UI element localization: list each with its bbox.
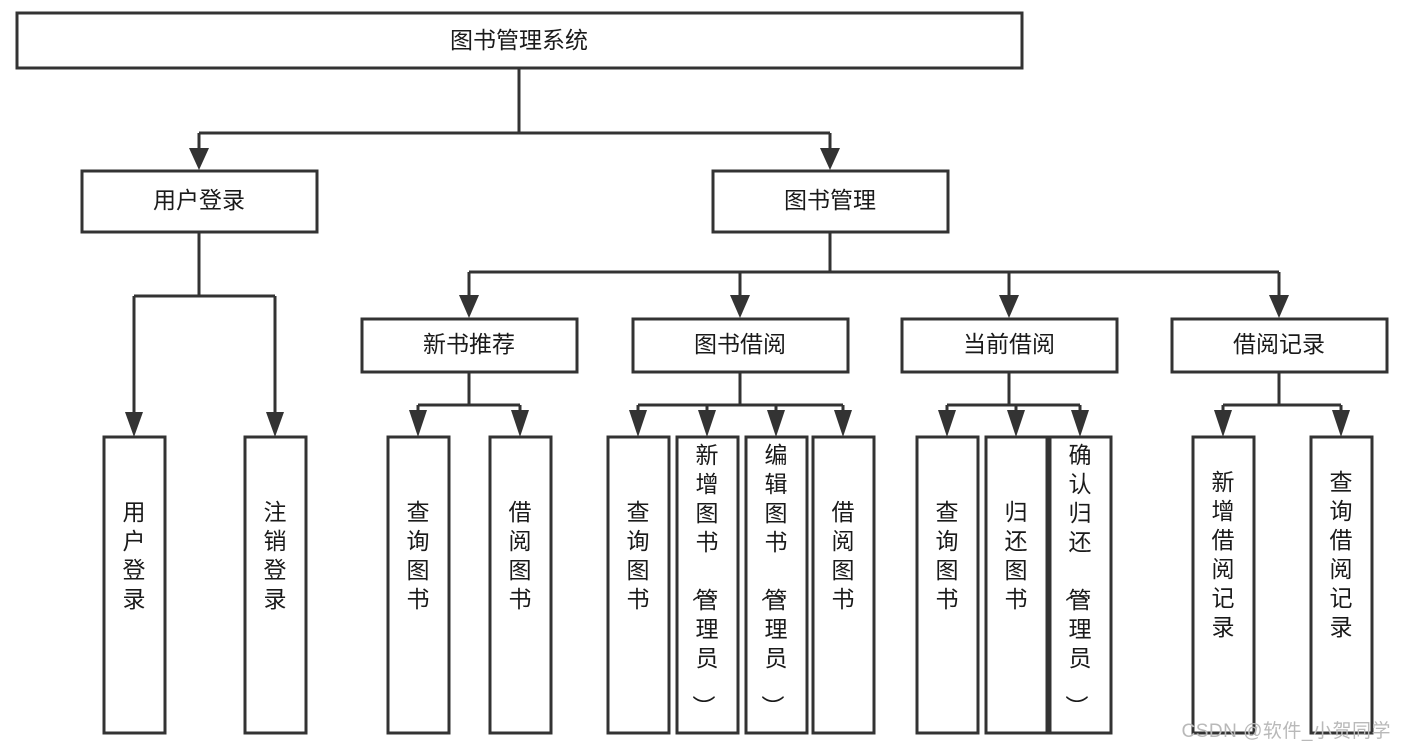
node-leaf-query-record-label: 查询借阅记录 — [1330, 469, 1353, 640]
node-new-book-recommend-label: 新书推荐 — [423, 331, 515, 357]
node-leaf-query-book-3[interactable]: 查询图书 — [915, 435, 980, 735]
node-leaf-logout-label: 注销登录 — [264, 499, 287, 612]
arrow-head-leaf-return-book — [1007, 410, 1025, 437]
connector-group-user-login — [125, 233, 284, 437]
node-leaf-query-record-box[interactable] — [1309, 435, 1374, 735]
arrow-head-leaf-query-record — [1332, 410, 1350, 437]
node-leaf-logout[interactable]: 注销登录 — [243, 435, 308, 735]
connector-group-book-management — [459, 233, 1289, 318]
node-root-box[interactable] — [15, 11, 1024, 70]
node-leaf-borrow-book-1[interactable]: 借阅图书 — [488, 435, 553, 735]
arrow-head-leaf-query-book-1 — [409, 410, 427, 437]
node-leaf-query-book-1-label: 查询图书 — [407, 499, 430, 612]
node-book-management-box[interactable] — [711, 169, 950, 234]
node-leaf-query-book-2[interactable]: 查询图书 — [606, 435, 671, 735]
arrow-head-user-login — [189, 148, 209, 170]
arrow-head-leaf-query-book-3 — [938, 410, 956, 437]
node-leaf-edit-book[interactable]: 编辑图书（管理员） — [744, 435, 809, 735]
node-new-book-recommend[interactable]: 新书推荐 — [360, 317, 579, 374]
arrow-head-book-management — [820, 148, 840, 170]
node-user-login-box[interactable] — [80, 169, 319, 234]
node-leaf-user-login-box[interactable] — [102, 435, 167, 735]
node-leaf-add-record-label: 新增借阅记录 — [1212, 469, 1235, 640]
node-leaf-add-record[interactable]: 新增借阅记录 — [1191, 435, 1256, 735]
node-leaf-return-book-box[interactable] — [984, 435, 1049, 735]
node-leaf-add-record-box[interactable] — [1191, 435, 1256, 735]
node-leaf-query-book-2-box[interactable] — [606, 435, 671, 735]
node-leaf-query-book-1[interactable]: 查询图书 — [386, 435, 451, 735]
node-borrow-record-box[interactable] — [1170, 317, 1389, 374]
node-leaf-edit-book-label: 编辑图书（管理员） — [760, 442, 788, 718]
node-current-borrow-label: 当前借阅 — [963, 331, 1055, 357]
node-leaf-borrow-book-2-label: 借阅图书 — [832, 499, 855, 612]
node-leaf-add-book[interactable]: 新增图书（管理员） — [675, 435, 740, 735]
node-leaf-return-book[interactable]: 归还图书 — [984, 435, 1049, 735]
node-book-management[interactable]: 图书管理 — [711, 169, 950, 234]
node-borrow-record-label: 借阅记录 — [1233, 331, 1325, 357]
node-current-borrow[interactable]: 当前借阅 — [900, 317, 1119, 374]
connector-group-root — [189, 68, 840, 170]
node-borrow-record[interactable]: 借阅记录 — [1170, 317, 1389, 374]
arrow-head-current-borrow — [999, 295, 1019, 318]
node-user-login[interactable]: 用户登录 — [80, 169, 319, 234]
node-root-label: 图书管理系统 — [450, 27, 588, 53]
arrow-head-leaf-user-login — [125, 412, 143, 437]
connector-group-new-book-recommend — [409, 373, 529, 437]
node-leaf-return-book-label: 归还图书 — [1005, 499, 1028, 612]
node-leaf-user-login-label: 用户登录 — [123, 499, 146, 612]
arrow-head-leaf-borrow-book-2 — [834, 410, 852, 437]
connector-group-current-borrow — [938, 373, 1089, 437]
node-leaf-borrow-book-2[interactable]: 借阅图书 — [811, 435, 876, 735]
node-leaf-query-record[interactable]: 查询借阅记录 — [1309, 435, 1374, 735]
node-book-borrow-box[interactable] — [631, 317, 850, 374]
node-leaf-confirm-return[interactable]: 确认归还（管理员） — [1048, 435, 1113, 735]
node-leaf-user-login[interactable]: 用户登录 — [102, 435, 167, 735]
node-book-borrow-label: 图书借阅 — [694, 331, 786, 357]
node-leaf-query-book-3-label: 查询图书 — [936, 499, 959, 612]
node-leaf-borrow-book-2-box[interactable] — [811, 435, 876, 735]
node-leaf-confirm-return-box[interactable] — [1048, 435, 1113, 735]
arrow-head-leaf-add-book — [698, 410, 716, 437]
node-leaf-logout-box[interactable] — [243, 435, 308, 735]
node-leaf-borrow-book-1-box[interactable] — [488, 435, 553, 735]
node-book-borrow[interactable]: 图书借阅 — [631, 317, 850, 374]
node-leaf-query-book-3-box[interactable] — [915, 435, 980, 735]
node-leaf-confirm-return-label: 确认归还（管理员） — [1064, 442, 1092, 718]
arrow-head-leaf-logout — [266, 412, 284, 437]
node-leaf-query-book-2-label: 查询图书 — [627, 499, 650, 612]
arrow-head-leaf-query-book-2 — [629, 410, 647, 437]
node-user-login-label: 用户登录 — [153, 187, 245, 213]
connector-group-book-borrow — [629, 373, 852, 437]
node-current-borrow-box[interactable] — [900, 317, 1119, 374]
node-root[interactable]: 图书管理系统 — [15, 11, 1024, 70]
arrow-head-borrow-record — [1269, 295, 1289, 318]
node-new-book-recommend-box[interactable] — [360, 317, 579, 374]
arrow-head-leaf-confirm-return — [1071, 410, 1089, 437]
node-book-management-label: 图书管理 — [784, 187, 876, 213]
node-leaf-borrow-book-1-label: 借阅图书 — [509, 499, 532, 612]
node-leaf-add-book-box[interactable] — [675, 435, 740, 735]
node-leaf-edit-book-box[interactable] — [744, 435, 809, 735]
arrow-head-leaf-borrow-book-1 — [511, 410, 529, 437]
node-leaf-add-book-label: 新增图书（管理员） — [691, 442, 719, 718]
node-leaf-query-book-1-box[interactable] — [386, 435, 451, 735]
arrow-head-leaf-edit-book — [767, 410, 785, 437]
arrow-head-leaf-add-record — [1214, 410, 1232, 437]
arrow-head-book-borrow — [730, 295, 750, 318]
connector-group-borrow-record — [1214, 373, 1350, 437]
arrow-head-new-book-recommend — [459, 295, 479, 318]
